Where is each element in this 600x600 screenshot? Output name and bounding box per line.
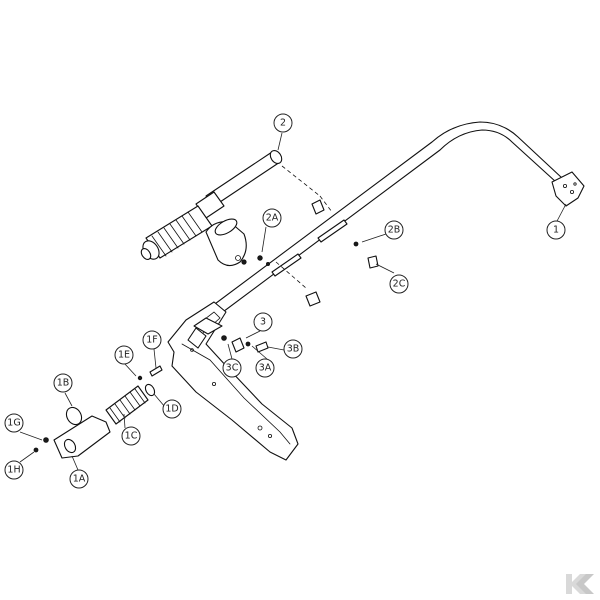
svg-text:1A: 1A xyxy=(73,474,86,485)
leader-lines xyxy=(19,132,567,471)
callout-1H: 1H xyxy=(4,460,24,480)
callout-2C: 2C xyxy=(389,274,409,294)
callout-2B: 2B xyxy=(384,220,404,240)
callout-1G: 1G xyxy=(4,413,24,433)
pivot-hardware xyxy=(221,335,269,353)
callout-1A: 1A xyxy=(69,469,89,489)
callout-2A: 2A xyxy=(262,208,282,228)
callout-3C: 3C xyxy=(222,358,242,378)
callout-3: 3 xyxy=(253,312,273,332)
callout-1B: 1B xyxy=(53,373,73,393)
svg-text:2B: 2B xyxy=(388,225,401,236)
svg-text:1C: 1C xyxy=(125,431,138,442)
svg-text:2: 2 xyxy=(280,118,286,129)
svg-text:1G: 1G xyxy=(7,418,20,429)
callout-1F: 1F xyxy=(142,330,162,350)
svg-text:3C: 3C xyxy=(226,363,239,374)
svg-text:1E: 1E xyxy=(118,350,130,361)
svg-text:1H: 1H xyxy=(7,465,20,476)
svg-text:3B: 3B xyxy=(287,344,300,355)
kramp-k-logo-icon xyxy=(566,574,594,594)
callout-2: 2 xyxy=(273,113,293,133)
pedal-assembly xyxy=(33,365,163,459)
svg-text:3A: 3A xyxy=(259,363,272,374)
callout-1: 1 xyxy=(546,220,566,240)
callout-1D: 1D xyxy=(162,399,182,419)
callout-3A: 3A xyxy=(255,358,275,378)
handle-lever xyxy=(167,121,585,461)
svg-text:1F: 1F xyxy=(146,335,158,346)
callout-3B: 3B xyxy=(283,339,303,359)
svg-text:2A: 2A xyxy=(266,213,279,224)
callout-1C: 1C xyxy=(121,426,141,446)
svg-text:1D: 1D xyxy=(165,404,178,415)
lever-hardware xyxy=(257,199,379,307)
callout-1E: 1E xyxy=(114,345,134,365)
svg-text:1: 1 xyxy=(553,225,559,236)
svg-text:1B: 1B xyxy=(57,378,70,389)
gas-spring-assembly xyxy=(140,150,333,289)
svg-text:3: 3 xyxy=(260,317,266,328)
svg-text:2C: 2C xyxy=(393,279,406,290)
